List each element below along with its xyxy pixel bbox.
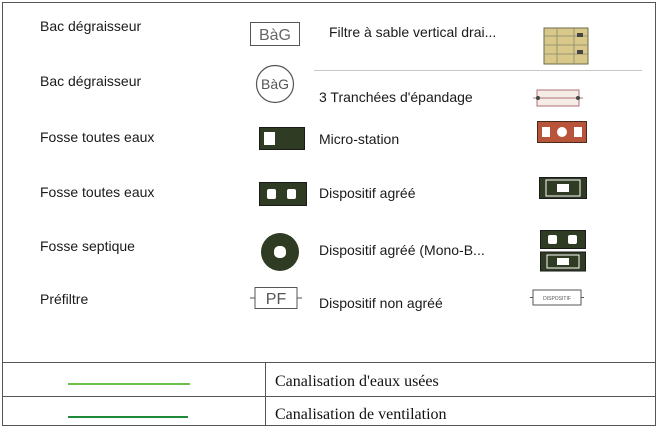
bag-circle-icon: BàG xyxy=(255,64,295,104)
label-filtre-sable: Filtre à sable vertical drai... xyxy=(329,24,497,40)
legend-column-separator xyxy=(265,362,266,426)
prefiltre-text: PF xyxy=(266,291,287,308)
fosse-double-chamber-icon xyxy=(259,182,307,206)
bag-circle-text: BàG xyxy=(261,76,289,92)
legend-row-middle-border xyxy=(2,396,656,397)
dispositif-non-agree-icon: DISPOSITIF xyxy=(530,288,584,308)
micro-station-icon xyxy=(537,121,587,143)
label-dispositif-agree-mono: Dispositif agréé (Mono-B... xyxy=(319,242,485,258)
ventilation-label: Canalisation de ventilation xyxy=(275,406,447,423)
ventilation-line xyxy=(68,416,188,418)
label-fosse-septique: Fosse septique xyxy=(40,238,135,254)
bag-square-text: BàG xyxy=(259,27,291,44)
eaux-usees-label: Canalisation d'eaux usées xyxy=(275,373,439,390)
bag-square-icon: BàG xyxy=(250,22,300,46)
label-fosse-toutes-eaux-2: Fosse toutes eaux xyxy=(40,184,155,200)
dispositif-non-agree-text: DISPOSITIF xyxy=(543,296,571,302)
label-prefiltre: Préfiltre xyxy=(40,291,89,307)
dispositif-agree-mono-icon xyxy=(540,230,586,272)
label-dispositif-non-agree: Dispositif non agréé xyxy=(319,295,443,311)
tranchees-icon xyxy=(533,87,583,109)
label-bac-degraisseur-1: Bac dégraisseur xyxy=(40,18,142,34)
fosse-septique-icon xyxy=(260,232,300,272)
label-fosse-toutes-eaux-1: Fosse toutes eaux xyxy=(40,129,155,145)
dispositif-agree-icon xyxy=(539,177,587,199)
label-tranchees: 3 Tranchées d'épandage xyxy=(319,89,473,105)
filtre-sable-icon xyxy=(541,25,591,67)
legend-row-top-border xyxy=(2,362,656,363)
label-bac-degraisseur-2: Bac dégraisseur xyxy=(40,73,142,89)
divider xyxy=(314,70,642,71)
fosse-single-chamber-icon xyxy=(259,127,305,150)
prefiltre-icon: PF xyxy=(250,287,302,309)
eaux-usees-line xyxy=(68,383,190,385)
label-micro-station: Micro-station xyxy=(319,131,400,147)
label-dispositif-agree: Dispositif agréé xyxy=(319,185,416,201)
